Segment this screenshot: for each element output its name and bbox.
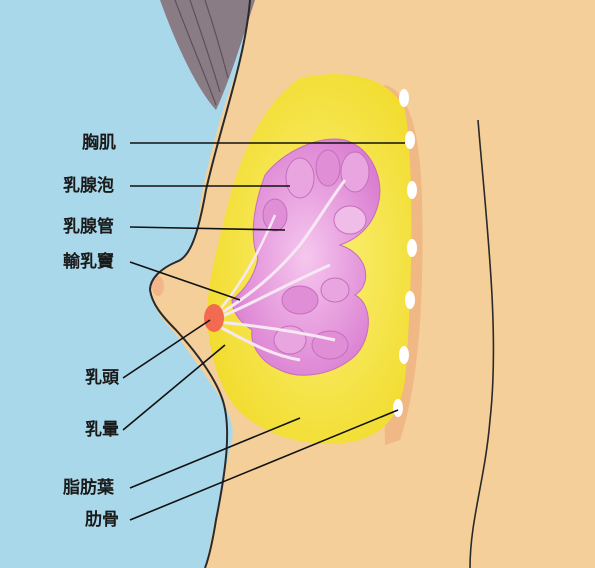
label-areola: 乳暈	[85, 420, 119, 440]
label-mammary-duct: 乳腺管	[63, 217, 114, 237]
label-alveoli: 乳腺泡	[63, 176, 114, 196]
label-lactiferous-sinus: 輸乳竇	[63, 252, 114, 272]
label-nipple: 乳頭	[85, 368, 119, 388]
label-pectoral-muscle: 胸肌	[82, 133, 116, 153]
label-fat-lobules: 脂肪葉	[63, 478, 114, 498]
label-rib: 肋骨	[85, 510, 119, 530]
nipple	[204, 304, 224, 332]
